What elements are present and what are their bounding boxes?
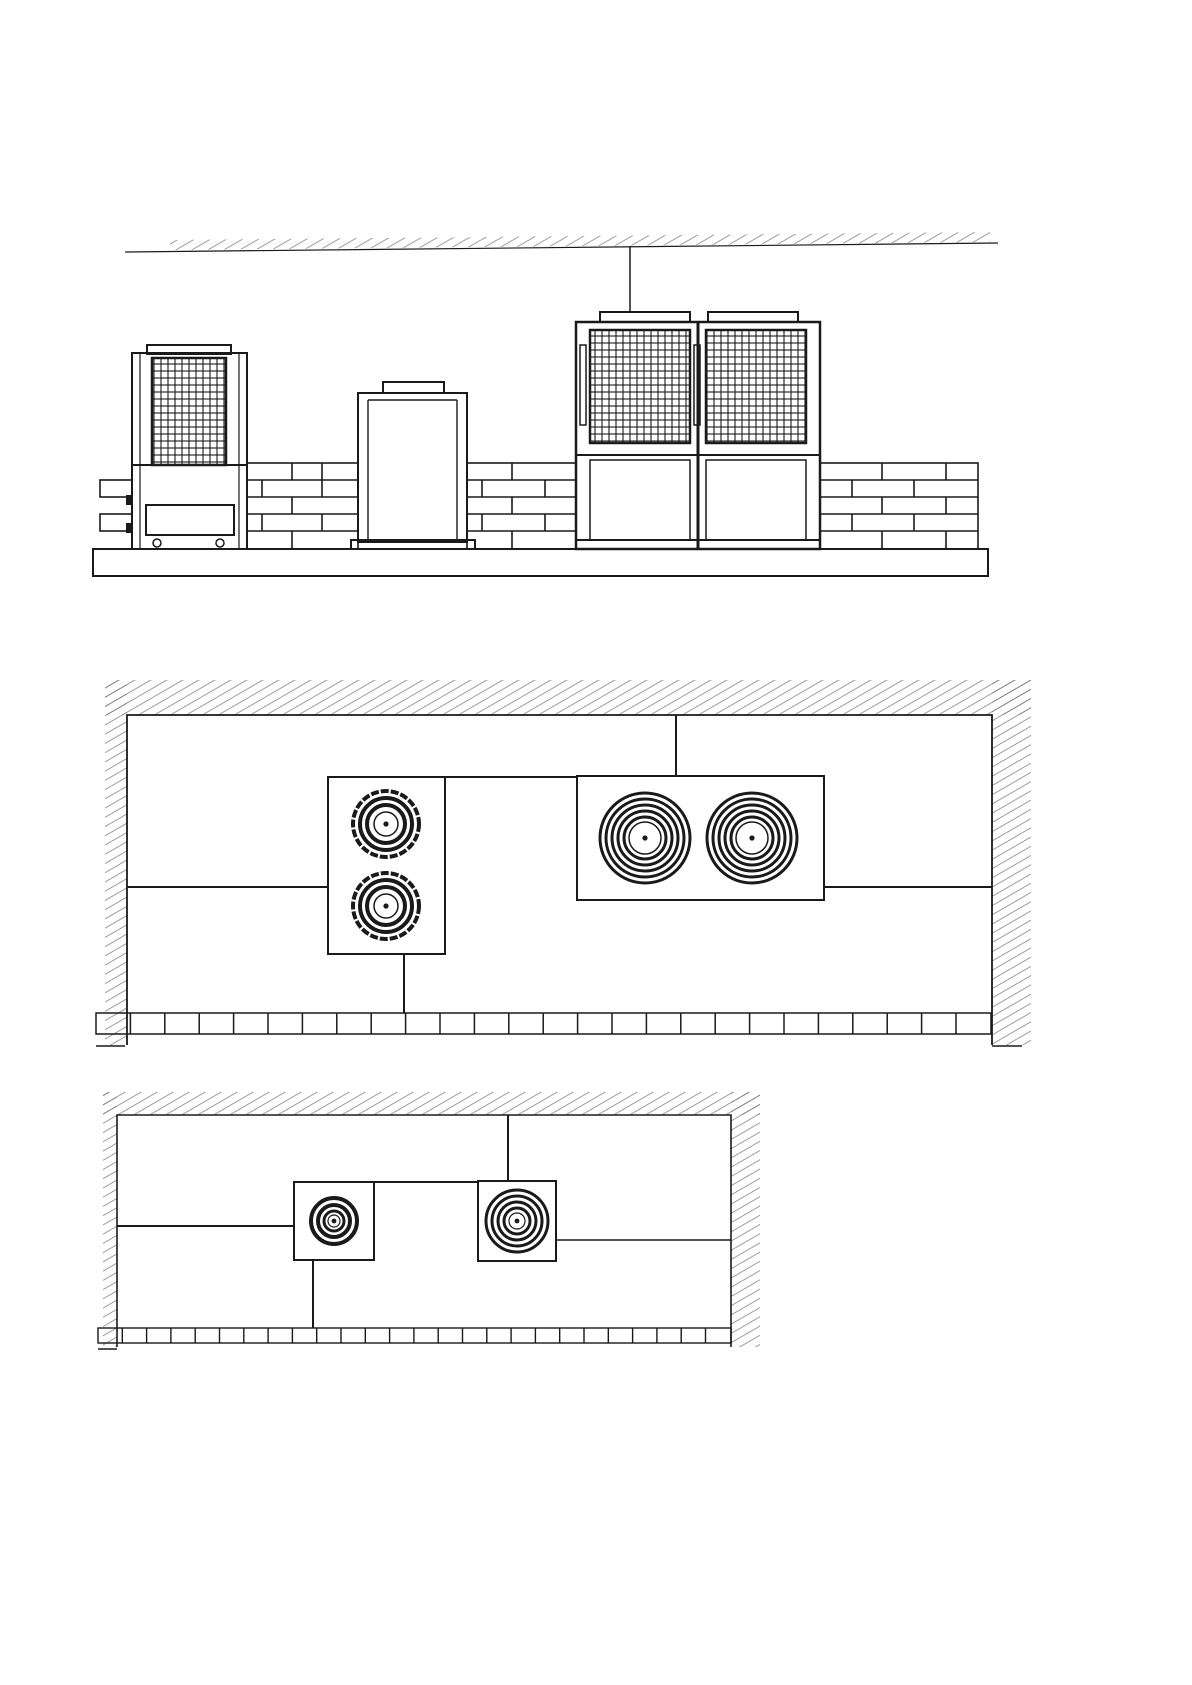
clearance-lines-small — [117, 1115, 731, 1328]
ground-slab — [93, 549, 988, 576]
brick-wall-middle-1 — [247, 463, 358, 549]
ceiling-line — [125, 232, 998, 252]
brick-wall-middle-2 — [467, 463, 576, 549]
clearance-lines-large — [127, 715, 992, 1013]
hatched-wall-frame-small — [103, 1092, 760, 1347]
two-fan-small-unit — [328, 777, 445, 954]
twin-module-unit — [576, 312, 820, 549]
inner-wall-line-small — [117, 1115, 731, 1347]
plan-brick-row-small — [98, 1328, 731, 1343]
plan-brick-row — [96, 1013, 991, 1034]
two-fan-large-unit — [577, 776, 824, 900]
plan-view-large — [96, 680, 1031, 1046]
single-fan-unit-right — [478, 1181, 556, 1261]
front-elevation-view — [93, 232, 998, 576]
inner-wall-line — [127, 715, 992, 1045]
hatched-wall-frame — [105, 680, 1031, 1045]
brick-wall-right — [820, 463, 978, 549]
plan-view-small — [98, 1092, 760, 1349]
small-side-discharge-unit — [127, 345, 247, 549]
small-top-discharge-unit — [351, 382, 475, 549]
single-fan-unit-left — [294, 1182, 374, 1260]
